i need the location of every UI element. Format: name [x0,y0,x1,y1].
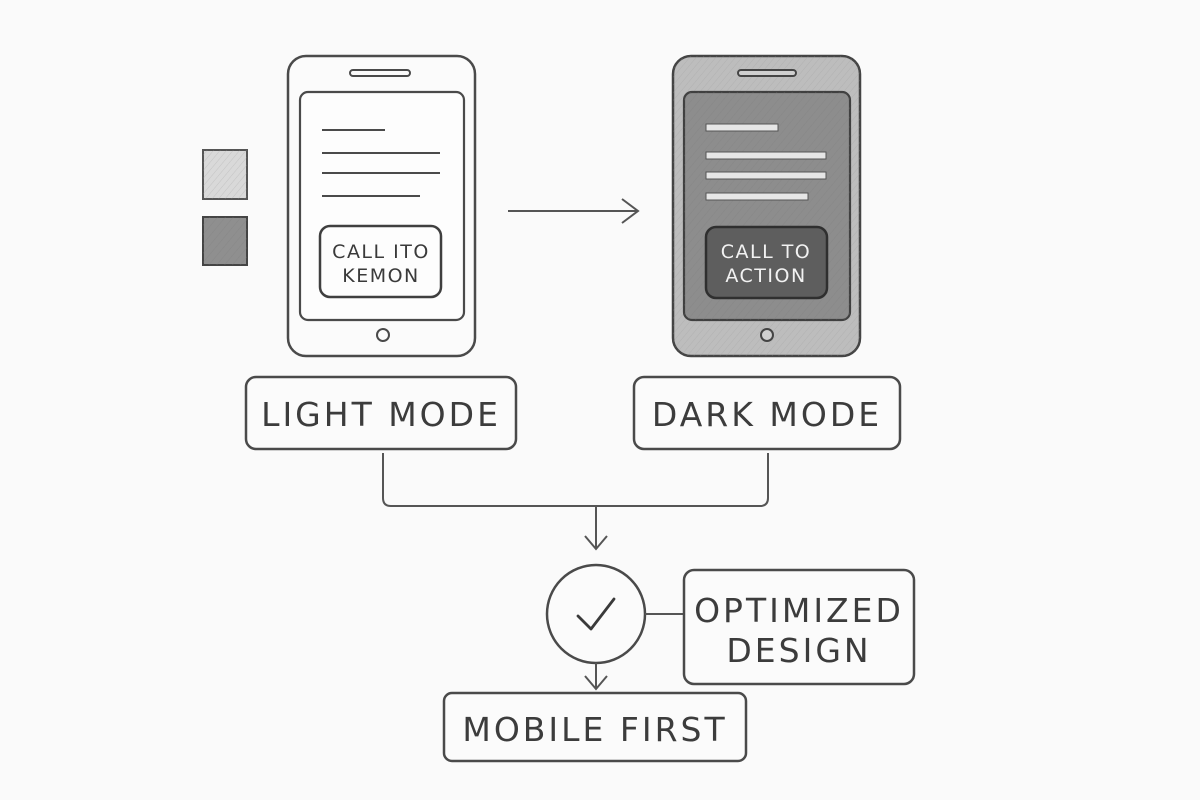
light-phone-home-button [376,328,390,342]
mobile-first-label: MOBILE FIRST [442,691,748,763]
dark-cta-button: CALL TO ACTION [704,225,829,300]
light-mode-label-text: LIGHT MODE [261,395,501,434]
light-mode-phone: CALL ITO KEMON [286,54,477,358]
merge-connector [382,453,769,551]
arrow-down-icon [584,663,608,691]
optimized-line1: OPTIMIZED [694,591,904,630]
optimized-design-label: OPTIMIZED DESIGN [682,568,916,686]
optimized-line2: DESIGN [726,631,871,670]
arrow-right-icon [508,198,640,224]
light-cta-button: CALL ITO KEMON [318,224,443,299]
text-line [705,123,779,132]
light-cta-line2: KEMON [342,265,420,287]
text-line [705,151,827,160]
dark-mode-phone: CALL TO ACTION [671,54,862,358]
text-line [705,171,827,180]
light-mode-label: LIGHT MODE [244,375,518,451]
dark-cta-line1: CALL TO [721,241,812,263]
light-cta-line1: CALL ITO [332,241,430,263]
dark-phone-home-button [760,328,774,342]
color-swatches [202,149,248,266]
dark-phone-speaker [737,69,797,77]
dark-mode-label-text: DARK MODE [652,395,882,434]
light-phone-speaker [349,69,411,77]
text-line [705,192,809,201]
dark-cta-line2: ACTION [725,265,806,287]
dark-mode-label: DARK MODE [632,375,902,451]
mobile-first-text: MOBILE FIRST [462,710,727,749]
checkmark-icon [545,563,647,665]
